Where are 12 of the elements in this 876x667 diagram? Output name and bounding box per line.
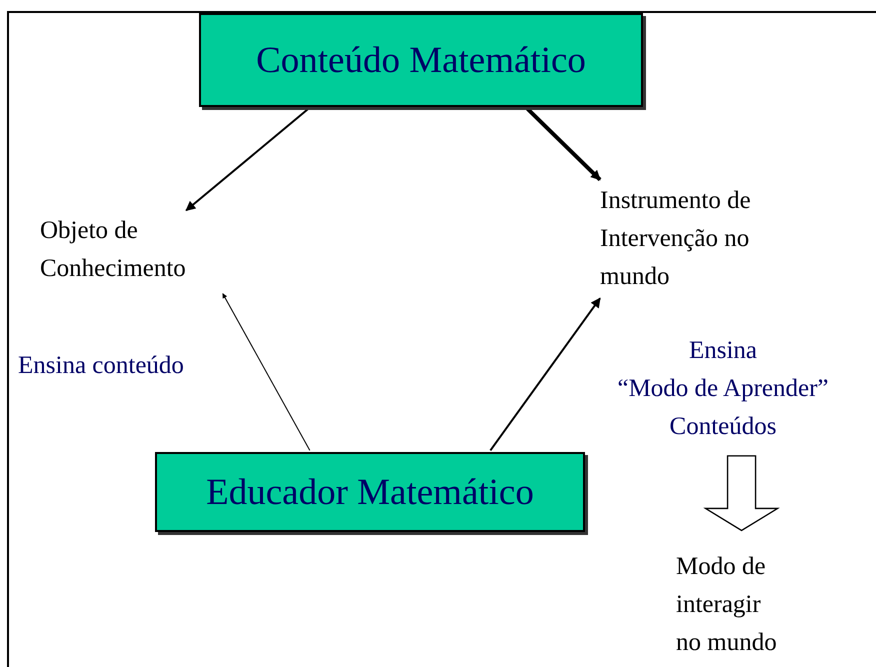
arrow: [526, 107, 602, 182]
annotation-text: Ensina conteúdo: [18, 352, 184, 380]
topic-box: Conteúdo Matemático: [199, 13, 643, 107]
outcome-text: Modo de interagir no mundo: [676, 548, 816, 665]
role-box: Educador Matemático: [155, 452, 585, 532]
concept-text: Objeto de Conhecimento: [40, 212, 255, 292]
arrow: [222, 293, 310, 451]
arrow: [185, 108, 309, 212]
arrow: [490, 297, 601, 451]
teaching-text: Ensina “Modo de Aprender” Conteúdos: [607, 332, 839, 450]
concept-text: Instrumento de Intervenção no mundo: [600, 182, 820, 296]
block-arrow: [703, 455, 780, 532]
